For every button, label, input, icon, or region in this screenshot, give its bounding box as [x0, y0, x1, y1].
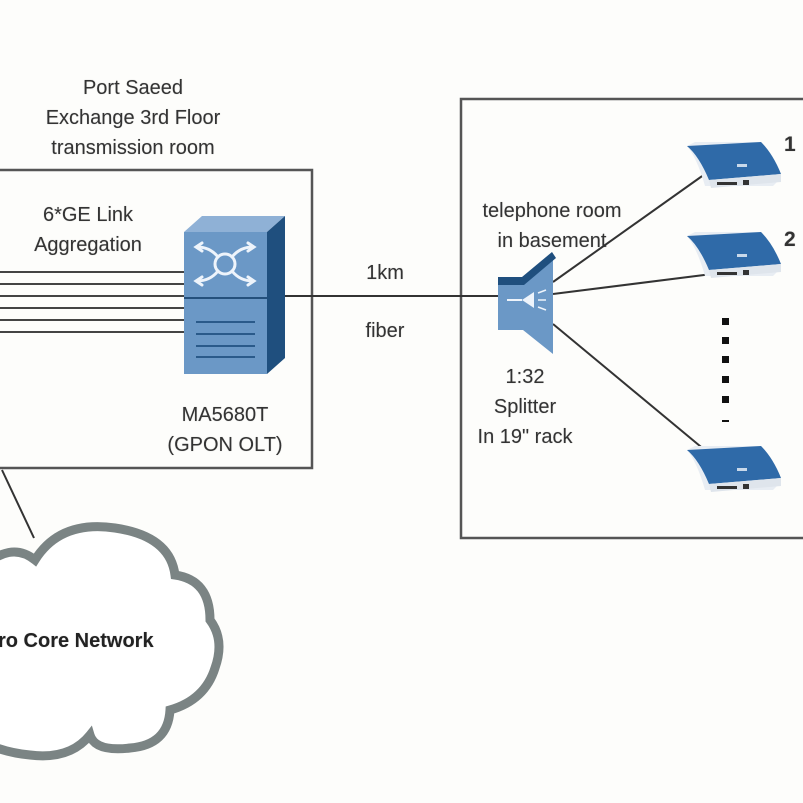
- ont-device-1: [687, 142, 781, 188]
- link-label-line-1: 6*GE Link: [42, 204, 134, 226]
- exchange-title-line-3: transmission room: [51, 137, 215, 159]
- room-line-2: in basement: [497, 230, 607, 252]
- olt-device-icon: [184, 216, 285, 374]
- switch-router-icon: [193, 241, 257, 287]
- olt-front-lower: [184, 299, 267, 374]
- link-label-line-2: Aggregation: [34, 234, 142, 256]
- exchange-room-box: [0, 168, 314, 470]
- optical-splitter-icon: [498, 252, 556, 354]
- core-link: [1, 469, 35, 539]
- splitter-drops: [552, 173, 713, 457]
- olt-model: MA5680T: [181, 404, 269, 426]
- fiber-medium-label: fiber: [365, 320, 405, 342]
- splitter-cone: [522, 292, 534, 308]
- drop-line-1: [552, 173, 706, 283]
- ont-ellipsis: [722, 318, 729, 422]
- cloud-icon: [0, 522, 224, 761]
- fiber-length-label: 1km: [366, 262, 404, 284]
- olt-type: (GPON OLT): [167, 434, 283, 456]
- olt-top: [184, 216, 285, 232]
- ont-device-2: [687, 232, 781, 278]
- ge-link-bundle: [0, 271, 184, 333]
- splitter-ratio: 1:32: [505, 366, 545, 388]
- ont-device-n: [687, 446, 781, 492]
- link-aggregation-label: 6*GE Link Aggregation: [8, 200, 168, 260]
- splitter-top-edge: [498, 252, 556, 285]
- splitter-label: 1:32 Splitter In 19" rack: [455, 362, 595, 452]
- basement-room-label: telephone room in basement: [462, 196, 642, 256]
- ont-2-label: 2: [784, 228, 796, 251]
- exchange-title: Port Saeed Exchange 3rd Floor transmissi…: [8, 73, 258, 163]
- drop-line-3: [552, 323, 713, 457]
- splitter-name: Splitter: [493, 396, 557, 418]
- core-network-label: ro Core Network: [0, 630, 154, 652]
- splitter-rays: [537, 289, 547, 311]
- exchange-title-line-1: Port Saeed: [82, 77, 184, 99]
- olt-vent-lines: [196, 321, 255, 358]
- ont-1-label: 1: [784, 133, 796, 156]
- olt-side: [267, 216, 285, 374]
- splitter-location: In 19" rack: [477, 426, 573, 448]
- olt-label: MA5680T (GPON OLT): [140, 400, 310, 460]
- exchange-title-line-2: Exchange 3rd Floor: [45, 107, 221, 129]
- room-line-1: telephone room: [482, 200, 622, 222]
- basement-room-box: [459, 97, 803, 540]
- drop-line-2: [552, 273, 713, 295]
- olt-front-upper: [184, 232, 267, 298]
- splitter-body: [498, 258, 553, 354]
